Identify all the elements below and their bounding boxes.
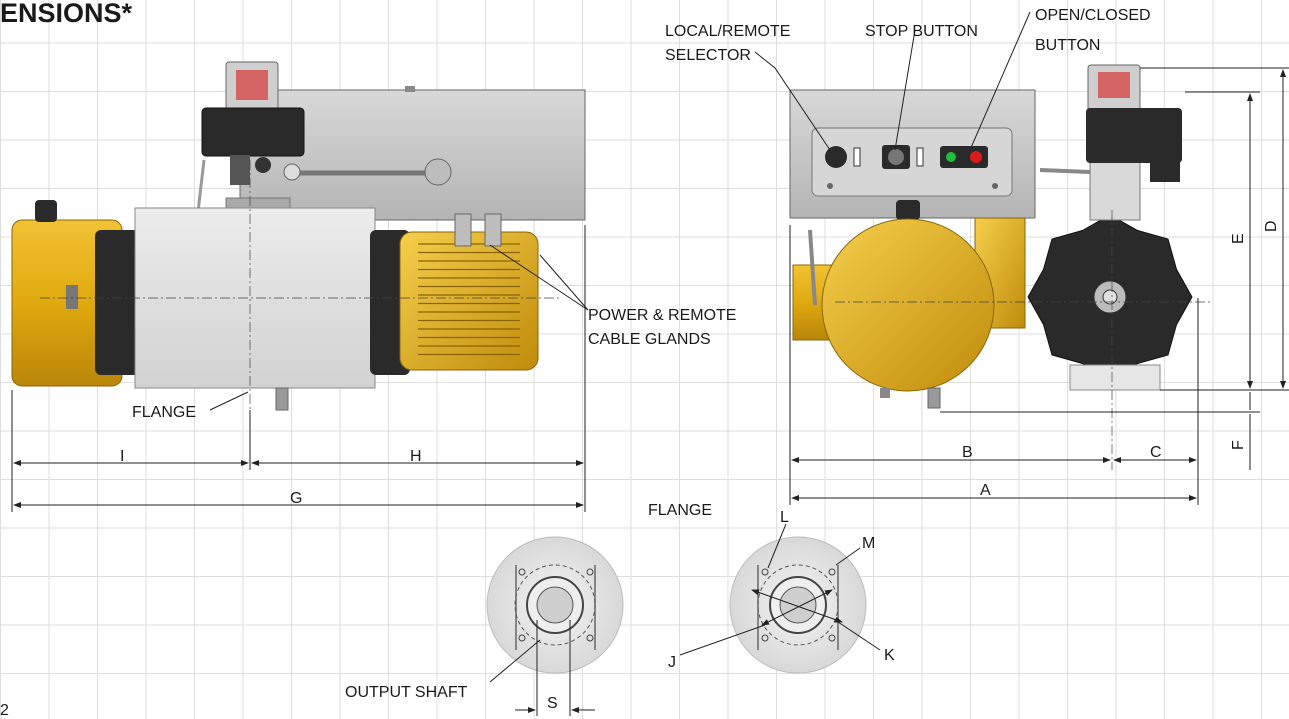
closed-light: [970, 151, 982, 163]
cable-right: [1039, 168, 1091, 174]
motor-foot-1: [880, 388, 890, 398]
left-end-flange: [95, 230, 140, 375]
leader-m: [835, 547, 861, 566]
dim-label-a: A: [980, 482, 991, 499]
box-screw: [405, 86, 415, 92]
leader-j: [679, 624, 766, 656]
dim-label-g: G: [290, 490, 302, 507]
shaft-end: [927, 387, 941, 409]
dim-label-k: K: [884, 647, 895, 664]
bolt-2d: [828, 634, 836, 642]
dim-line-j: [761, 589, 833, 626]
output-shaft-label: OUTPUT SHAFT: [345, 684, 468, 701]
cable-glands-label: CABLE GLANDS: [588, 331, 711, 348]
cable-gland-2: [484, 213, 502, 247]
bolt-1d: [586, 634, 594, 642]
bolt-pattern-dimensions: [679, 523, 881, 656]
dim-label-c: C: [1150, 444, 1162, 461]
indicator-window-right: [1098, 72, 1130, 98]
stop-button-label: STOP BUTTON: [865, 23, 978, 40]
switch-box-right: [1086, 108, 1182, 163]
flange-heading: FLANGE: [648, 502, 712, 519]
open-closed-label: OPEN/CLOSED: [1035, 7, 1151, 24]
open-closed-leader: [969, 11, 1031, 151]
switch-gland-right: [1150, 158, 1180, 182]
dim-label-i: I: [120, 448, 124, 465]
bolt-1a: [518, 568, 526, 576]
output-shaft-stub: [275, 387, 289, 411]
dim-label-b: B: [962, 444, 973, 461]
bolt-2c: [761, 634, 769, 642]
rod-eye: [424, 158, 452, 186]
bolt-2b: [828, 568, 836, 576]
dim-label-d: D: [1263, 220, 1280, 232]
dim-label-l: L: [780, 509, 789, 526]
dim-label-m: M: [862, 535, 875, 552]
selector-indicator: [853, 147, 861, 167]
gland-leader-2: [539, 254, 589, 311]
gland-leader-1: [489, 244, 589, 311]
switch-knob: [255, 157, 271, 173]
flange-label: FLANGE: [132, 404, 196, 421]
power-remote-label: POWER & REMOTE: [588, 307, 736, 324]
dim-label-f: F: [1230, 440, 1247, 450]
panel-screw-2: [992, 183, 998, 189]
switch-mount: [1089, 159, 1141, 221]
shaft-inner-1: [536, 586, 574, 624]
fill-cap: [35, 200, 57, 222]
end-view-dimensions: [754, 11, 1289, 505]
dim-label-e: E: [1230, 233, 1247, 244]
leader-l: [767, 523, 787, 569]
output-shaft-leader: [489, 639, 541, 683]
flange-bolt-pattern-view: [729, 536, 867, 674]
bolt-1b: [586, 568, 594, 576]
output-shaft-dimensions: [489, 620, 595, 716]
stop-indicator: [916, 147, 924, 167]
switch-box: [201, 107, 305, 157]
motor-end-cover: [821, 218, 995, 392]
left-bolt: [66, 285, 78, 309]
switch-stem: [230, 155, 250, 185]
bolt-2a: [761, 568, 769, 576]
leader-k: [837, 621, 881, 651]
page-number: 2: [0, 702, 9, 719]
flange-leader: [209, 391, 249, 411]
selector-leader: [754, 51, 831, 151]
open-light: [946, 152, 956, 162]
stop-button: [888, 149, 904, 165]
actuator-end-view: [789, 64, 1210, 470]
selector-knob: [825, 146, 847, 168]
dim-label-j: J: [668, 654, 676, 671]
top-knob: [896, 200, 920, 220]
shaft-inner-2: [779, 586, 817, 624]
local-remote-label: LOCAL/REMOTE: [665, 23, 790, 40]
output-shaft-flange-view: [486, 536, 624, 674]
center-plug-inner: [1102, 289, 1118, 305]
dim-label-h: H: [410, 448, 422, 465]
side-view-dimensions: [11, 225, 589, 512]
base-block: [1069, 364, 1161, 391]
button-label: BUTTON: [1035, 37, 1100, 54]
actuator-side-view: [11, 61, 586, 470]
dim-label-s: S: [547, 695, 558, 712]
control-panel: [811, 127, 1013, 197]
panel-screw-1: [827, 183, 833, 189]
bolt-circle-1: [514, 564, 596, 646]
page-title: ENSIONS*: [0, 0, 133, 28]
rod-gland: [283, 163, 301, 181]
stop-leader: [894, 29, 916, 151]
cable-gland-1: [454, 213, 472, 247]
bolt-1c: [518, 634, 526, 642]
selector-label: SELECTOR: [665, 47, 751, 64]
cable-line: [808, 229, 817, 306]
indicator-window: [236, 70, 268, 100]
